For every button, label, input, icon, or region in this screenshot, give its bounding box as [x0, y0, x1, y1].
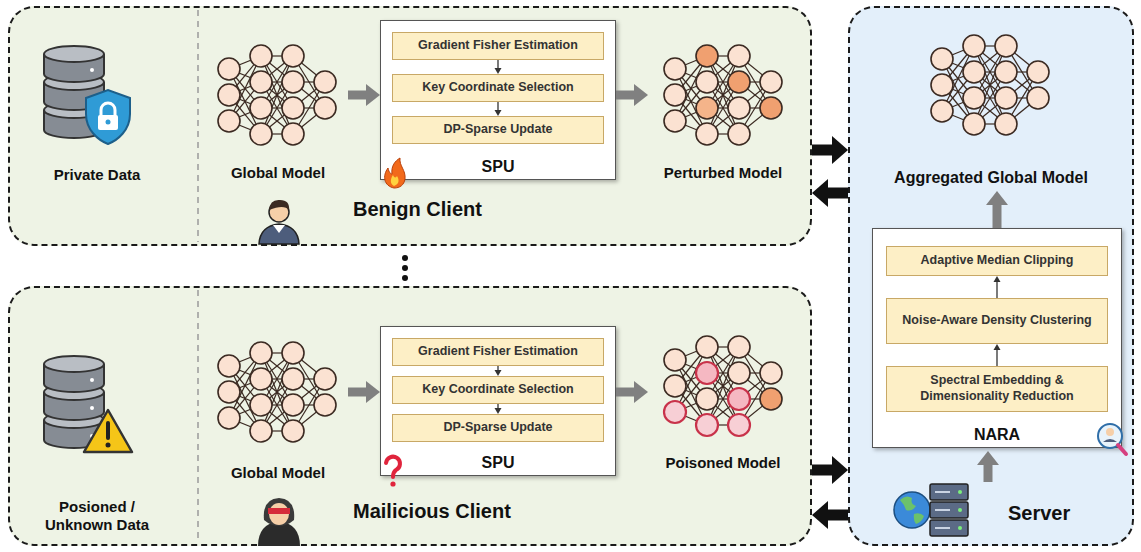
network-icon [218, 342, 336, 442]
module-box: SPU Gradient Fisher EstimationKey Coordin… [380, 326, 616, 476]
step-label: Key Coordinate Selection [422, 80, 573, 96]
flow-arrow [616, 84, 648, 106]
data-icon: Posioned / Unknown Data [22, 326, 172, 538]
module-box: SPU Gradient Fisher EstimationKey Coordin… [380, 20, 616, 180]
step-label: Spectral Embedding & Dimensionality Redu… [892, 373, 1102, 404]
panel-title: Benign Client [353, 198, 482, 221]
process-box: Key Coordinate Selection [392, 74, 604, 102]
panel-title: Server [1008, 502, 1070, 525]
step-label: DP-Sparse Update [443, 122, 552, 138]
question-icon [386, 457, 400, 487]
model-icon: Global Model [208, 34, 348, 186]
model-icon: Global Model [208, 326, 348, 486]
panel-title: Mailicious Client [353, 500, 511, 523]
divider [197, 10, 199, 542]
process-box: Gradient Fisher Estimation [392, 338, 604, 366]
process-box: DP-Sparse Update [392, 116, 604, 144]
flame-icon [385, 158, 405, 188]
process-box: Gradient Fisher Estimation [392, 32, 604, 60]
magnifier-user-icon [1098, 424, 1126, 454]
data-icon: Private Data [22, 36, 172, 188]
node-label: SPU [482, 158, 515, 176]
module-box: NARA Adaptive Median ClippingNoise-Aware … [872, 228, 1122, 448]
process-box: Spectral Embedding & Dimensionality Redu… [886, 366, 1108, 412]
server-icon [894, 484, 968, 536]
client-panel: Benign Client Private Data Global Model SPU… [8, 6, 812, 246]
flow-arrow [812, 456, 848, 484]
flow-arrow [348, 84, 380, 106]
step-label: Gradient Fisher Estimation [418, 344, 578, 360]
server-panel: Server Aggregated Global ModelNARA Adaptiv… [848, 6, 1134, 546]
node-label: Private Data [54, 166, 141, 184]
flow-arrow [616, 381, 648, 403]
hacker-icon [258, 498, 300, 546]
node-label: SPU [482, 454, 515, 472]
step-label: Noise-Aware Density Clustering [902, 313, 1091, 329]
process-box: DP-Sparse Update [392, 414, 604, 442]
process-box: Adaptive Median Clipping [886, 246, 1108, 276]
process-box: Key Coordinate Selection [392, 376, 604, 404]
flow-arrow [986, 191, 1008, 228]
lock-shield-icon [86, 90, 130, 144]
step-label: Adaptive Median Clipping [921, 253, 1074, 269]
network-icon [664, 45, 782, 145]
node-label: Aggregated Global Model [894, 168, 1088, 187]
node-label: Poisoned Model [665, 454, 780, 472]
model-icon: Aggregated Global Model [862, 16, 1120, 191]
flow-arrow [495, 60, 502, 74]
warning-icon [84, 410, 132, 452]
flow-arrow [812, 501, 848, 529]
benign-user-icon [259, 200, 299, 244]
flow-arrow [812, 136, 848, 164]
flow-arrow [994, 276, 1001, 298]
flow-arrow [495, 404, 502, 414]
node-label: Global Model [231, 164, 325, 182]
flow-arrow [812, 179, 848, 207]
node-label: Global Model [231, 464, 325, 482]
step-label: DP-Sparse Update [443, 420, 552, 436]
network-icon [664, 336, 782, 436]
step-label: Key Coordinate Selection [422, 382, 573, 398]
upload-arrow [977, 451, 999, 482]
network-icon [218, 45, 336, 145]
node-label: Posioned / Unknown Data [37, 498, 157, 534]
step-label: Gradient Fisher Estimation [418, 38, 578, 54]
model-icon: Poisoned Model [648, 326, 798, 476]
flow-arrow [348, 381, 380, 403]
flow-arrow [495, 366, 502, 376]
client-panel: Mailicious Client Posioned / Unknown Data… [8, 286, 812, 546]
node-label: Perturbed Model [664, 164, 782, 182]
node-label: NARA [974, 426, 1020, 444]
flow-arrow [994, 344, 1001, 366]
flow-arrow [495, 102, 502, 116]
ellipsis-dots [402, 255, 408, 281]
process-box: Noise-Aware Density Clustering [886, 298, 1108, 344]
network-icon [931, 35, 1049, 135]
model-icon: Perturbed Model [648, 34, 798, 186]
